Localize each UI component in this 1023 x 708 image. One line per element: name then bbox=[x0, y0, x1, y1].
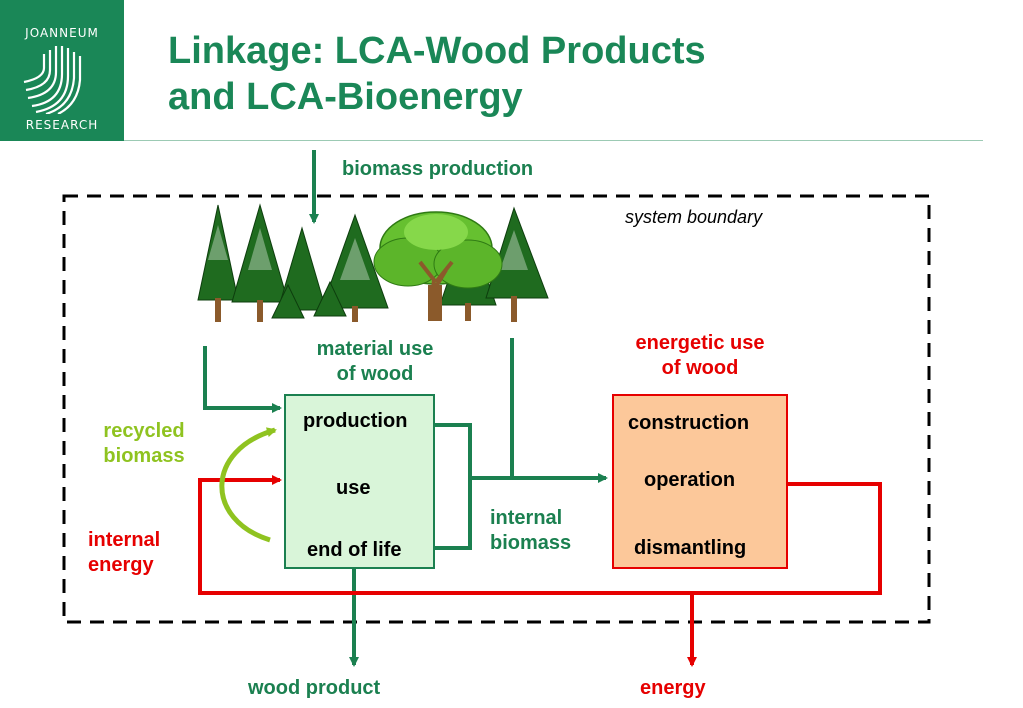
recycled-line-2: biomass bbox=[103, 445, 185, 467]
energetic-use-label: energetic use of wood bbox=[620, 331, 780, 381]
biomass-production-label: biomass production bbox=[342, 158, 534, 180]
internal-energy-label: internal energy bbox=[88, 528, 160, 578]
logo-text-top: JOANNEUM bbox=[25, 26, 99, 40]
material-use-line-1: material use bbox=[316, 338, 434, 360]
energy-box-construction: construction bbox=[628, 412, 750, 434]
energetic-use-line-1: energetic use bbox=[635, 332, 765, 354]
system-boundary-label: system boundary bbox=[625, 207, 763, 227]
energy-box-operation: operation bbox=[644, 469, 736, 491]
internal-energy-line-1: internal bbox=[88, 529, 161, 551]
bioenergy-box bbox=[612, 394, 788, 569]
wood-box-end-of-life: end of life bbox=[307, 539, 402, 561]
recycled-biomass-arrow bbox=[219, 427, 277, 543]
energy-label: energy bbox=[640, 677, 706, 699]
wood-box-use: use bbox=[336, 477, 371, 499]
wood-products-box bbox=[284, 394, 435, 569]
wood-box-production: production bbox=[303, 410, 408, 432]
recycled-biomass-label: recycled biomass bbox=[84, 419, 204, 469]
internal-biomass-label: internal biomass bbox=[490, 506, 571, 556]
internal-energy-loop bbox=[198, 475, 882, 595]
slide-title: Linkage: LCA-Wood Products and LCA-Bioen… bbox=[168, 28, 706, 120]
internal-biomass-line-2: biomass bbox=[490, 532, 572, 554]
title-line-1: Linkage: LCA-Wood Products bbox=[168, 30, 706, 72]
recycled-line-1: recycled bbox=[103, 420, 185, 442]
joanneum-research-logo: JOANNEUM RESEARCH bbox=[0, 0, 124, 141]
title-line-2: and LCA-Bioenergy bbox=[168, 76, 523, 118]
energy-box-dismantling: dismantling bbox=[634, 537, 747, 559]
production-residue-line bbox=[435, 423, 472, 476]
forest-illustration bbox=[197, 203, 549, 322]
internal-energy-line-2: energy bbox=[88, 554, 154, 576]
material-use-arrow bbox=[203, 346, 282, 413]
logo-text-bottom: RESEARCH bbox=[25, 118, 99, 132]
logo-wave-icon bbox=[23, 46, 82, 114]
title-divider bbox=[124, 140, 983, 141]
internal-biomass-line-1: internal bbox=[490, 507, 563, 529]
end-of-life-residue-line bbox=[435, 476, 472, 550]
system-boundary bbox=[62, 194, 931, 624]
material-use-label: material use of wood bbox=[300, 337, 450, 387]
wood-product-label: wood product bbox=[248, 677, 381, 699]
material-use-line-2: of wood bbox=[336, 363, 414, 385]
energetic-use-line-2: of wood bbox=[661, 357, 739, 379]
